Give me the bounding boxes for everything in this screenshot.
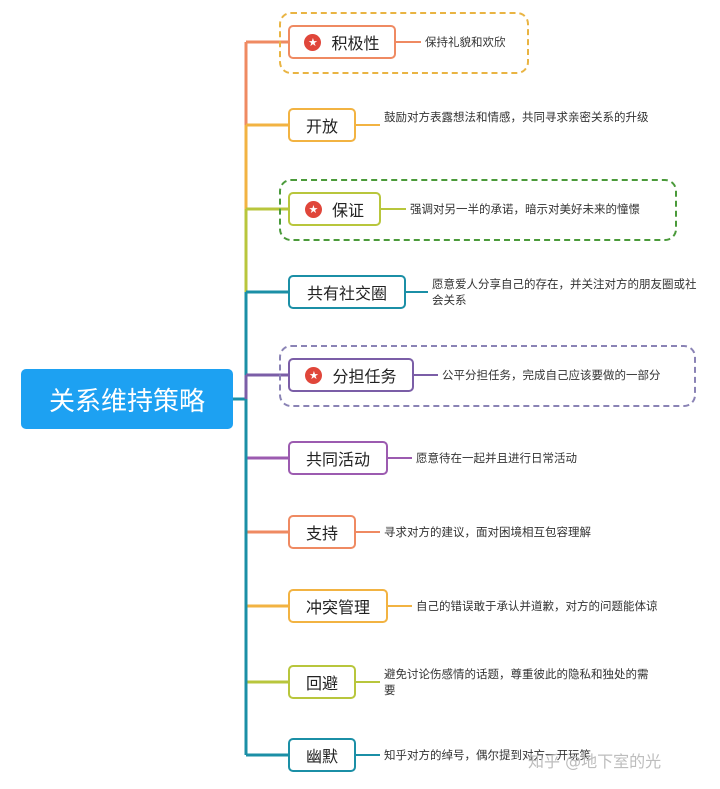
branch-label: 积极性 bbox=[331, 34, 380, 53]
positivity-highlight-frame bbox=[279, 12, 529, 74]
branch-node-support: 支持 bbox=[288, 515, 356, 549]
branch-label: 幽默 bbox=[305, 747, 338, 766]
branch-description-avoidance: 避免讨论伤感情的话题，尊重彼此的隐私和独处的需要 bbox=[384, 667, 649, 697]
branch-description-openness: 鼓励对方表露想法和情感，共同寻求亲密关系的升级 bbox=[384, 110, 649, 124]
assurance-highlight-frame bbox=[279, 179, 677, 241]
star-icon: ★ bbox=[305, 366, 323, 384]
branch-label: 保证 bbox=[331, 201, 364, 220]
branch-label: 共同活动 bbox=[305, 450, 370, 469]
branch-label: 开放 bbox=[305, 117, 338, 136]
branch-description-humor: 知乎对方的绰号，偶尔提到对方一开玩笑 bbox=[384, 748, 591, 762]
root-node: 关系维持策略 bbox=[21, 369, 233, 429]
branch-node-conflict-management: 冲突管理 bbox=[288, 589, 388, 623]
branch-description-assurance: 强调对另一半的承诺，暗示对美好未来的憧憬 bbox=[410, 202, 640, 216]
branch-description-task-sharing: 公平分担任务，完成自己应该要做的一部分 bbox=[442, 368, 661, 382]
branch-node-assurance: ★ 保证 bbox=[288, 192, 381, 226]
branch-description-joint-activities: 愿意待在一起并且进行日常活动 bbox=[416, 451, 577, 465]
task-sharing-highlight-frame bbox=[279, 345, 696, 407]
branch-node-task-sharing: ★ 分担任务 bbox=[288, 358, 414, 392]
branch-label: 分担任务 bbox=[332, 367, 397, 386]
branch-description-social-network: 愿意爱人分享自己的存在，并关注对方的朋友圈或社会关系 bbox=[432, 277, 697, 307]
branch-description-conflict-management: 自己的错误敢于承认并道歉，对方的问题能体谅 bbox=[416, 599, 658, 613]
branch-node-joint-activities: 共同活动 bbox=[288, 441, 388, 475]
branch-label: 支持 bbox=[305, 524, 338, 543]
branch-node-humor: 幽默 bbox=[288, 738, 356, 772]
star-icon: ★ bbox=[304, 200, 322, 218]
branch-node-social-network: 共有社交圈 bbox=[288, 275, 406, 309]
branch-node-avoidance: 回避 bbox=[288, 665, 356, 699]
branch-label: 共有社交圈 bbox=[306, 284, 387, 303]
branch-description-positivity: 保持礼貌和欢欣 bbox=[425, 35, 506, 49]
branch-node-positivity: ★ 积极性 bbox=[288, 25, 396, 59]
star-icon: ★ bbox=[304, 33, 322, 51]
branch-label: 冲突管理 bbox=[305, 598, 370, 617]
branch-description-support: 寻求对方的建议，面对困境相互包容理解 bbox=[384, 525, 591, 539]
watermark: 知乎 @地下室的光 bbox=[528, 752, 662, 771]
branch-node-openness: 开放 bbox=[288, 108, 356, 142]
branch-label: 回避 bbox=[305, 674, 338, 693]
